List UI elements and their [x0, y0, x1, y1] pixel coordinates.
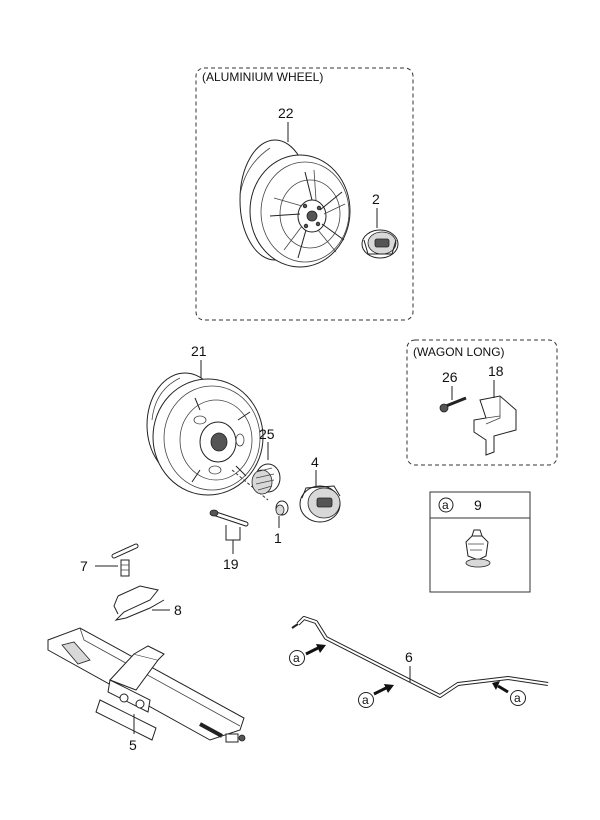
legend-marker-letter: a — [442, 498, 449, 512]
callout-2: 2 — [372, 191, 380, 207]
legend-part-number: 9 — [474, 497, 482, 513]
callout-18: 18 — [488, 363, 504, 379]
callout-25: 25 — [259, 426, 275, 442]
callout-19: 19 — [223, 556, 239, 572]
jack-rod-drawing — [291, 616, 549, 698]
svg-text:a: a — [514, 691, 521, 705]
aluminium-wheel-drawing — [239, 139, 351, 268]
callout-21: 21 — [191, 343, 207, 359]
callout-8: 8 — [174, 602, 182, 618]
aluminium-wheel-caption: (ALUMINIUM WHEEL) — [202, 70, 323, 84]
svg-text:a: a — [293, 651, 300, 665]
callout-7: 7 — [80, 558, 88, 574]
jack-drawing — [47, 627, 246, 743]
wheel-nut-drawing — [251, 463, 281, 495]
marker-a-1: a — [289, 644, 326, 666]
callout-5: 5 — [129, 737, 137, 753]
wagon-long-box — [406, 339, 558, 466]
steel-wheel-drawing — [146, 372, 269, 501]
callout-22: 22 — [278, 105, 294, 121]
clamp-wire-drawing — [113, 585, 165, 621]
hub-cap-drawing — [299, 485, 341, 523]
legend-box — [429, 491, 531, 593]
legend-marker-circle — [438, 497, 454, 513]
wagon-long-caption: (WAGON LONG) — [413, 345, 505, 359]
marker-a-3: a — [492, 681, 526, 706]
wagon-long-group: (WAGON LONG) 18 26 — [406, 339, 558, 466]
clip-drawing — [465, 529, 491, 568]
callout-1: 1 — [274, 530, 282, 546]
valve-stem-drawing — [209, 509, 249, 527]
bolt-drawing — [439, 396, 467, 413]
callout-26: 26 — [442, 369, 458, 385]
handle-drawing — [111, 543, 139, 577]
small-nut-drawing — [275, 500, 289, 516]
legend-group: a 9 — [429, 491, 531, 593]
aluminium-wheel-box — [195, 67, 414, 321]
aluminium-wheel-group: (ALUMINIUM WHEEL) 22 2 — [195, 67, 414, 321]
callout-4: 4 — [311, 454, 319, 470]
center-cap-drawing — [361, 229, 399, 259]
marker-a-2: a — [358, 684, 394, 708]
svg-text:a: a — [362, 693, 369, 707]
bracket-drawing — [473, 395, 517, 456]
callout-6: 6 — [405, 649, 413, 665]
